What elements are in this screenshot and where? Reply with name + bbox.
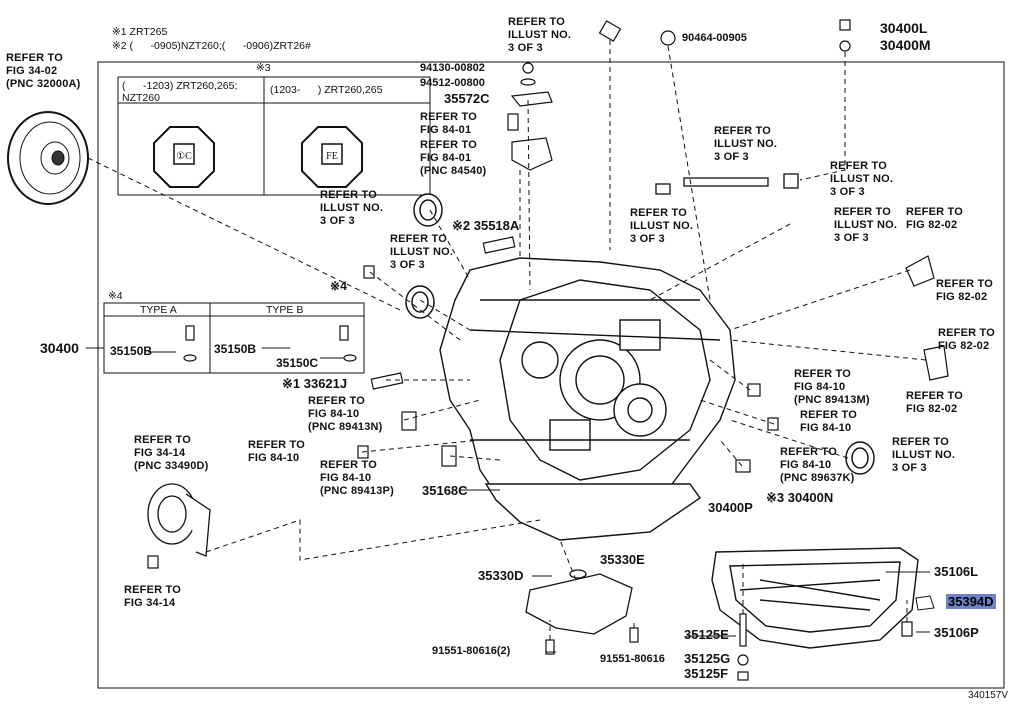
ref-fig-82-02-d[interactable]: REFER TO FIG 82-02 — [906, 390, 964, 415]
part-35150C[interactable]: 35150C — [276, 356, 319, 370]
ref-fig-84-01-b[interactable]: REFER TO FIG 84-01 (PNC 84540) — [420, 139, 487, 177]
ref-fig-34-14-b[interactable]: REFER TO FIG 34-14 — [124, 584, 182, 609]
part-35125E[interactable]: 35125E — [684, 627, 729, 642]
ref-fig-84-10-89413N[interactable]: REFER TO FIG 84-10 (PNC 89413N) — [308, 395, 383, 433]
part-30400[interactable]: 30400 — [40, 340, 79, 356]
marker-octagon-right: FE — [301, 126, 363, 188]
type-b-header: TYPE B — [266, 304, 304, 316]
part-90464-00905[interactable]: 90464-00905 — [682, 32, 747, 44]
marker-table-border — [117, 76, 431, 196]
marker-octagon-left: ①C — [153, 126, 215, 188]
ref-illust-top[interactable]: REFER TO ILLUST NO. 3 OF 3 — [508, 16, 572, 54]
oil-pan-drawing — [711, 547, 919, 649]
note-1: ※1 ZRT265 — [112, 26, 168, 38]
ref-fig-34-02[interactable]: REFER TO FIG 34-02 (PNC 32000A) — [6, 52, 81, 90]
part-30400L[interactable]: 30400L — [880, 20, 928, 36]
part-35125G[interactable]: 35125G — [684, 651, 731, 666]
part-35168C[interactable]: 35168C — [422, 483, 468, 498]
ref-illust-seal-3[interactable]: REFER TO ILLUST NO. 3 OF 3 — [892, 436, 956, 474]
diagram-frame — [97, 61, 1005, 689]
torque-converter-drawing — [7, 111, 89, 205]
part-35106P[interactable]: 35106P — [934, 625, 979, 640]
part-33621J[interactable]: ※1 33621J — [282, 376, 348, 391]
part-35518A[interactable]: ※2 35518A — [452, 218, 520, 233]
ref-illust-right-1[interactable]: REFER TO ILLUST NO. 3 OF 3 — [830, 160, 894, 198]
ref-illust-right-2[interactable]: REFER TO ILLUST NO. 3 OF 3 — [834, 206, 898, 244]
ref-fig-82-02-a[interactable]: REFER TO FIG 82-02 — [906, 206, 964, 231]
marker-table-left-header: ( -1203) ZRT260,265; NZT260 — [122, 80, 238, 104]
actuator-drawing — [147, 483, 211, 557]
svg-text:FE: FE — [326, 151, 338, 162]
type-a-header: TYPE A — [140, 304, 177, 316]
ref-fig-84-10-b[interactable]: REFER TO FIG 84-10 — [800, 409, 858, 434]
ref-fig-84-01-a[interactable]: REFER TO FIG 84-01 — [420, 111, 478, 136]
note-4-pointer: ※4 — [330, 279, 348, 293]
marker-table-right-header: (1203- ) ZRT260,265 — [270, 84, 383, 96]
note-3-marker: ※3 — [256, 62, 271, 74]
solid-leader-lines — [86, 347, 930, 653]
part-35150B-b[interactable]: 35150B — [214, 342, 257, 356]
part-30400N[interactable]: ※3 30400N — [766, 490, 834, 505]
ref-fig-82-02-c[interactable]: REFER TO FIG 82-02 — [938, 327, 996, 352]
svg-text:①C: ①C — [176, 151, 192, 162]
oil-strainer-drawing — [525, 569, 633, 635]
part-94512-00800[interactable]: 94512-00800 — [420, 77, 485, 89]
part-35394D-highlight[interactable]: 35394D — [946, 594, 996, 609]
ref-illust-left[interactable]: REFER TO ILLUST NO. 3 OF 3 — [630, 207, 694, 245]
ref-fig-84-10-89637K[interactable]: REFER TO FIG 84-10 (PNC 89637K) — [780, 446, 855, 484]
part-35572C[interactable]: 35572C — [444, 91, 490, 106]
dashed-leader-lines — [87, 40, 927, 640]
drawing-number: 340157V — [968, 690, 1009, 701]
seal-drawings — [405, 193, 875, 475]
part-91551-80616[interactable]: 91551-80616 — [600, 653, 665, 665]
part-30400M[interactable]: 30400M — [880, 37, 931, 53]
transmission-case-drawing — [439, 257, 736, 541]
part-35330D[interactable]: 35330D — [478, 568, 524, 583]
ref-fig-84-10-89413M[interactable]: REFER TO FIG 84-10 (PNC 89413M) — [794, 368, 870, 406]
ref-illust-seal-2[interactable]: REFER TO ILLUST NO. 3 OF 3 — [390, 233, 454, 271]
note-2: ※2 ( -0905)NZT260;( -0906)ZRT26# — [112, 40, 311, 52]
part-35150B-a[interactable]: 35150B — [110, 344, 153, 358]
ref-fig-82-02-b[interactable]: REFER TO FIG 82-02 — [936, 278, 994, 303]
part-35106L[interactable]: 35106L — [934, 564, 979, 579]
note-4-marker: ※4 — [108, 290, 123, 302]
gasket-35394D-drawing — [915, 595, 935, 611]
ref-fig-84-10-a[interactable]: REFER TO FIG 84-10 — [248, 439, 306, 464]
part-35125F[interactable]: 35125F — [684, 666, 729, 681]
part-30400P[interactable]: 30400P — [708, 500, 753, 515]
shaft-drawing — [655, 173, 799, 195]
ref-illust-shaft[interactable]: REFER TO ILLUST NO. 3 OF 3 — [714, 125, 778, 163]
part-94130-00802[interactable]: 94130-00802 — [420, 62, 485, 74]
part-35394D[interactable]: 35394D — [946, 594, 996, 609]
ref-illust-seal-1[interactable]: REFER TO ILLUST NO. 3 OF 3 — [320, 189, 384, 227]
ref-fig-84-10-89413P[interactable]: REFER TO FIG 84-10 (PNC 89413P) — [320, 459, 394, 497]
part-35330E[interactable]: 35330E — [600, 552, 645, 567]
ref-fig-34-14-a[interactable]: REFER TO FIG 34-14 (PNC 33490D) — [134, 434, 209, 472]
type-table-border — [103, 302, 365, 374]
part-91551-80616-2[interactable]: 91551-80616(2) — [432, 645, 511, 657]
